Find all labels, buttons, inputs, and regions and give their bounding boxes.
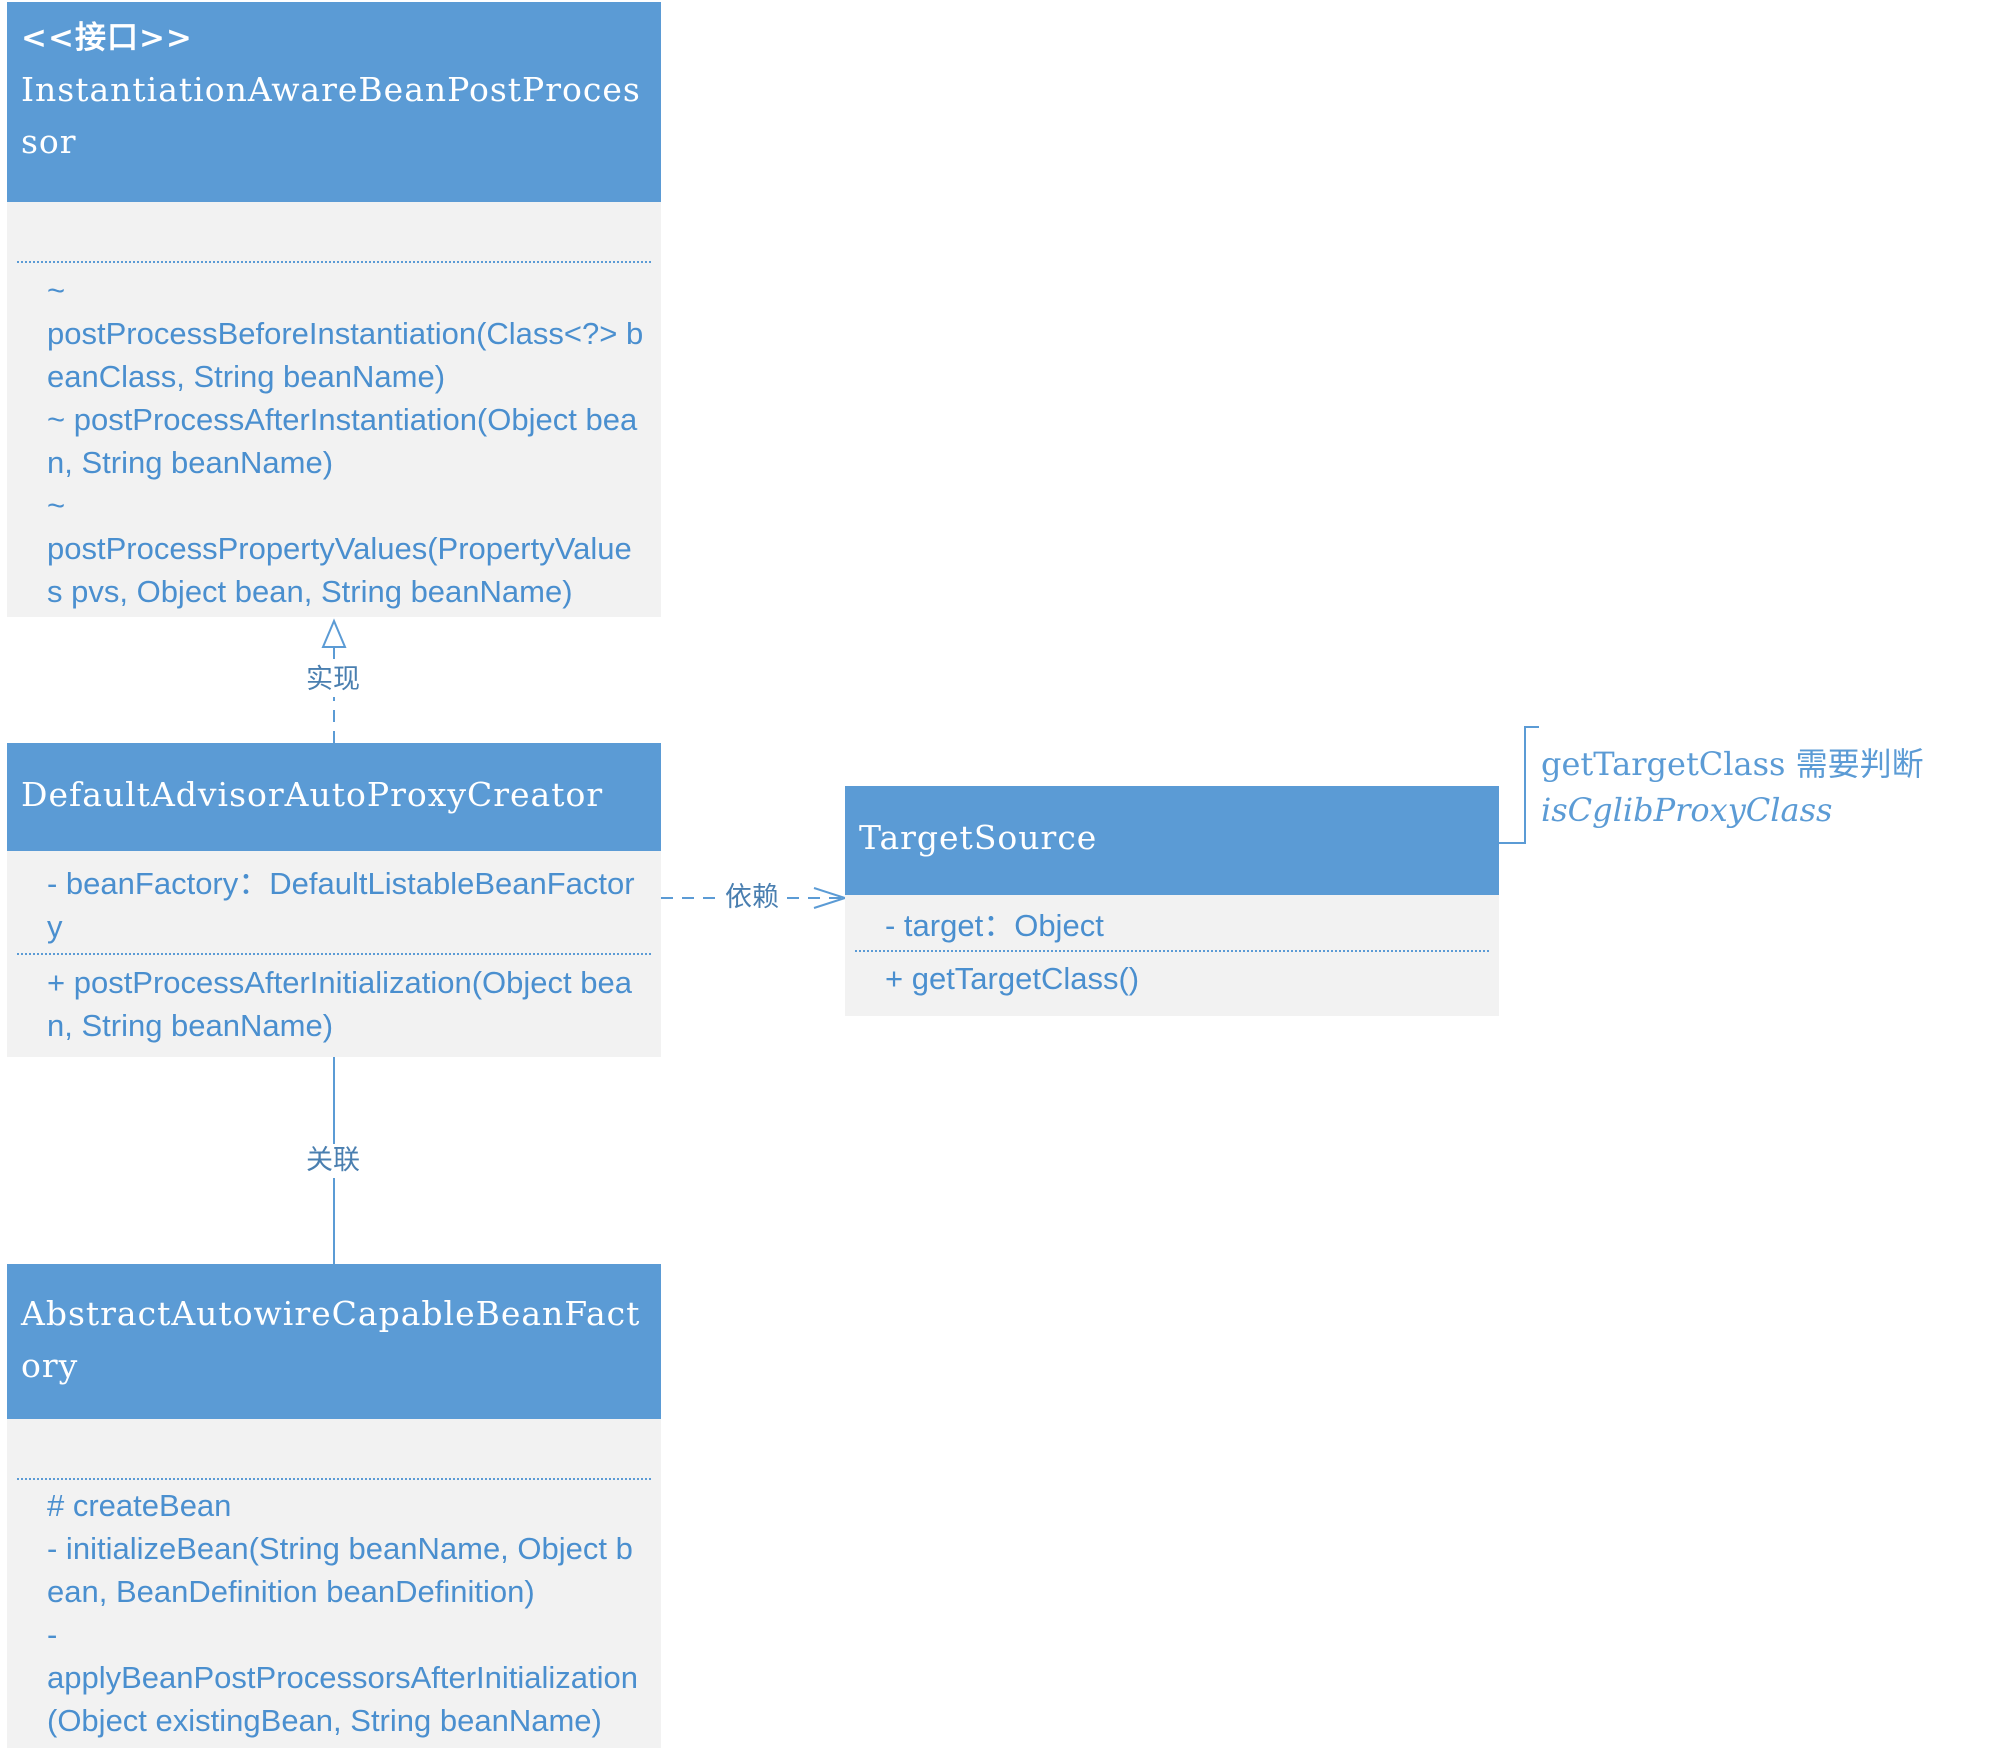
compartment-divider (17, 1478, 651, 1480)
attributes-section (7, 202, 661, 261)
method: ~ (47, 273, 66, 308)
methods-section: + getTargetClass() (845, 952, 1499, 1000)
attribute: - beanFactory：DefaultListableBeanFactory (47, 866, 635, 944)
realization-arrowhead (321, 618, 347, 648)
realization-label: 实现 (302, 663, 364, 697)
method: postProcessBeforeInstantiation(Class<?> … (47, 316, 644, 394)
methods-section: ~ postProcessBeforeInstantiation(Class<?… (7, 263, 661, 613)
attributes-section: - target：Object (845, 895, 1499, 950)
compartment-divider (855, 950, 1489, 952)
note-line-2: isCglibProxyClass (1541, 791, 1833, 829)
attributes-section (7, 1419, 661, 1478)
note-bracket (1499, 726, 1539, 844)
class-target-source: TargetSource - target：Object + getTarget… (845, 786, 1499, 1016)
stereotype-label: <<接口>> (21, 20, 193, 56)
class-name: TargetSource (859, 818, 1098, 857)
class-header: DefaultAdvisorAutoProxyCreator (7, 743, 661, 851)
method: - initializeBean(String beanName, Object… (47, 1531, 633, 1609)
compartment-divider (17, 953, 651, 955)
method: postProcessPropertyValues(PropertyValues… (47, 531, 632, 609)
methods-section: + postProcessAfterInitialization(Object … (7, 955, 661, 1047)
note-line-1: getTargetClass 需要判断 (1541, 745, 1924, 783)
association-label: 关联 (302, 1144, 364, 1178)
attribute: - target：Object (885, 908, 1104, 943)
class-header: TargetSource (845, 786, 1499, 895)
method: ~ (47, 488, 66, 523)
compartment-divider (17, 261, 651, 263)
method: + postProcessAfterInitialization(Object … (47, 965, 632, 1043)
class-name: DefaultAdvisorAutoProxyCreator (21, 775, 604, 814)
dependency-label: 依赖 (721, 881, 783, 915)
method: ~ postProcessAfterInstantiation(Object b… (47, 402, 638, 480)
class-header: AbstractAutowireCapableBeanFactory (7, 1264, 661, 1419)
note: getTargetClass 需要判断 isCglibProxyClass (1541, 741, 1924, 833)
class-default-advisor-auto-proxy-creator: DefaultAdvisorAutoProxyCreator - beanFac… (7, 743, 661, 1057)
attributes-section: - beanFactory：DefaultListableBeanFactory (7, 851, 661, 953)
class-name: InstantiationAwareBeanPostProcessor (21, 70, 641, 161)
class-name: AbstractAutowireCapableBeanFactory (21, 1294, 641, 1385)
method: # createBean (47, 1488, 232, 1523)
method: applyBeanPostProcessorsAfterInitializati… (47, 1660, 639, 1738)
class-abstract-autowire-capable-bean-factory: AbstractAutowireCapableBeanFactory # cre… (7, 1264, 661, 1748)
class-instantiation-aware-bean-post-processor: <<接口>> InstantiationAwareBeanPostProcess… (7, 2, 661, 617)
method: + getTargetClass() (885, 961, 1140, 996)
class-header: <<接口>> InstantiationAwareBeanPostProcess… (7, 2, 661, 202)
methods-section: # createBean - initializeBean(String bea… (7, 1480, 661, 1742)
method: - (47, 1617, 58, 1652)
